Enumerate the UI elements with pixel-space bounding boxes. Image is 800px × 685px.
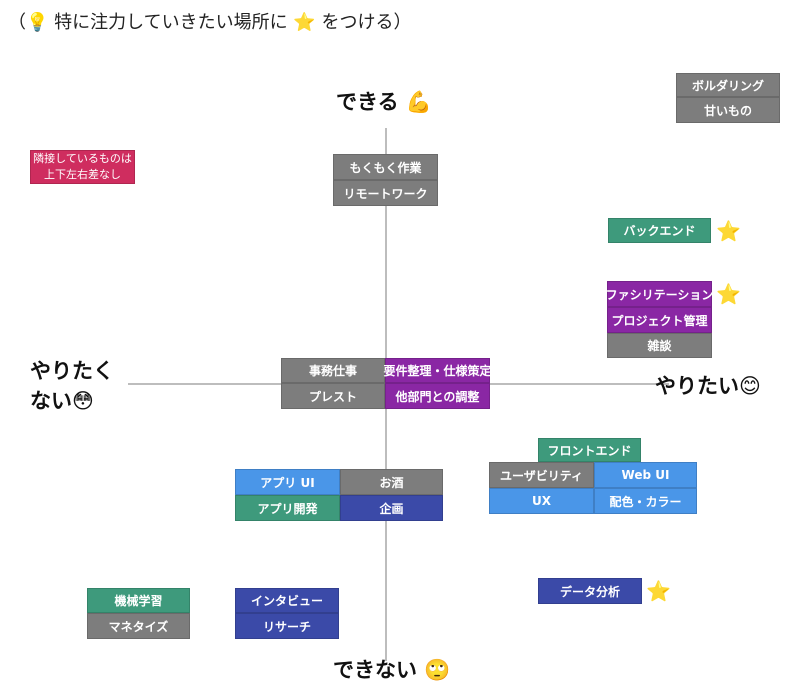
adjacency-note: 隣接しているものは 上下左右差なし <box>30 150 135 184</box>
tag-planning: 企画 <box>340 495 443 521</box>
axis-label-bottom: できない 🙄 <box>333 658 451 682</box>
tag-color: 配色・カラー <box>594 488 697 514</box>
star-icon-backend: ⭐ <box>716 219 741 243</box>
tag-backend: バックエンド <box>608 218 711 243</box>
tag-app-ui: アプリ UI <box>235 469 340 495</box>
tag-app-dev: アプリ開発 <box>235 495 340 521</box>
tag-frontend: フロントエンド <box>538 438 641 462</box>
tag-remote: リモートワーク <box>333 180 438 206</box>
tag-mokumoku: もくもく作業 <box>333 154 438 180</box>
note-line1: 隣接しているものは <box>33 152 132 165</box>
tag-ml: 機械学習 <box>87 588 190 613</box>
tag-sake: お酒 <box>340 469 443 495</box>
axis-label-left-line1: やりたく <box>30 359 114 383</box>
star-icon-facilitation: ⭐ <box>716 282 741 306</box>
tag-requirements: 要件整理・仕様策定 <box>384 358 492 383</box>
tag-bouldering: ボルダリング <box>676 73 780 97</box>
tag-data-analysis: データ分析 <box>538 578 642 604</box>
tag-project-mgmt: プロジェクト管理 <box>607 307 712 333</box>
tag-press: プレスト <box>281 383 385 409</box>
tag-research: リサーチ <box>235 613 339 639</box>
tag-monetize: マネタイズ <box>87 613 190 639</box>
axis-label-left: やりたく ない😳 <box>30 356 114 416</box>
header-note: （💡 特に注力していきたい場所に ⭐ をつける） <box>8 12 412 33</box>
tag-ux: UX <box>489 488 594 514</box>
axis-label-left-line2: ない😳 <box>30 389 94 413</box>
axis-label-top: できる 💪 <box>336 90 433 114</box>
tag-coordination: 他部門との調整 <box>385 383 490 409</box>
tag-facilitation: ファシリテーション <box>606 281 713 307</box>
note-line2: 上下左右差なし <box>44 168 121 181</box>
star-icon-data-analysis: ⭐ <box>646 579 671 603</box>
tag-chat: 雑談 <box>607 333 712 358</box>
tag-office: 事務仕事 <box>281 358 385 383</box>
tag-interview: インタビュー <box>235 588 339 613</box>
tag-usability: ユーザビリティ <box>489 462 594 488</box>
tag-sweets: 甘いもの <box>676 97 780 123</box>
tag-web-ui: Web UI <box>594 462 697 488</box>
axis-label-right: やりたい😊 <box>655 374 761 398</box>
